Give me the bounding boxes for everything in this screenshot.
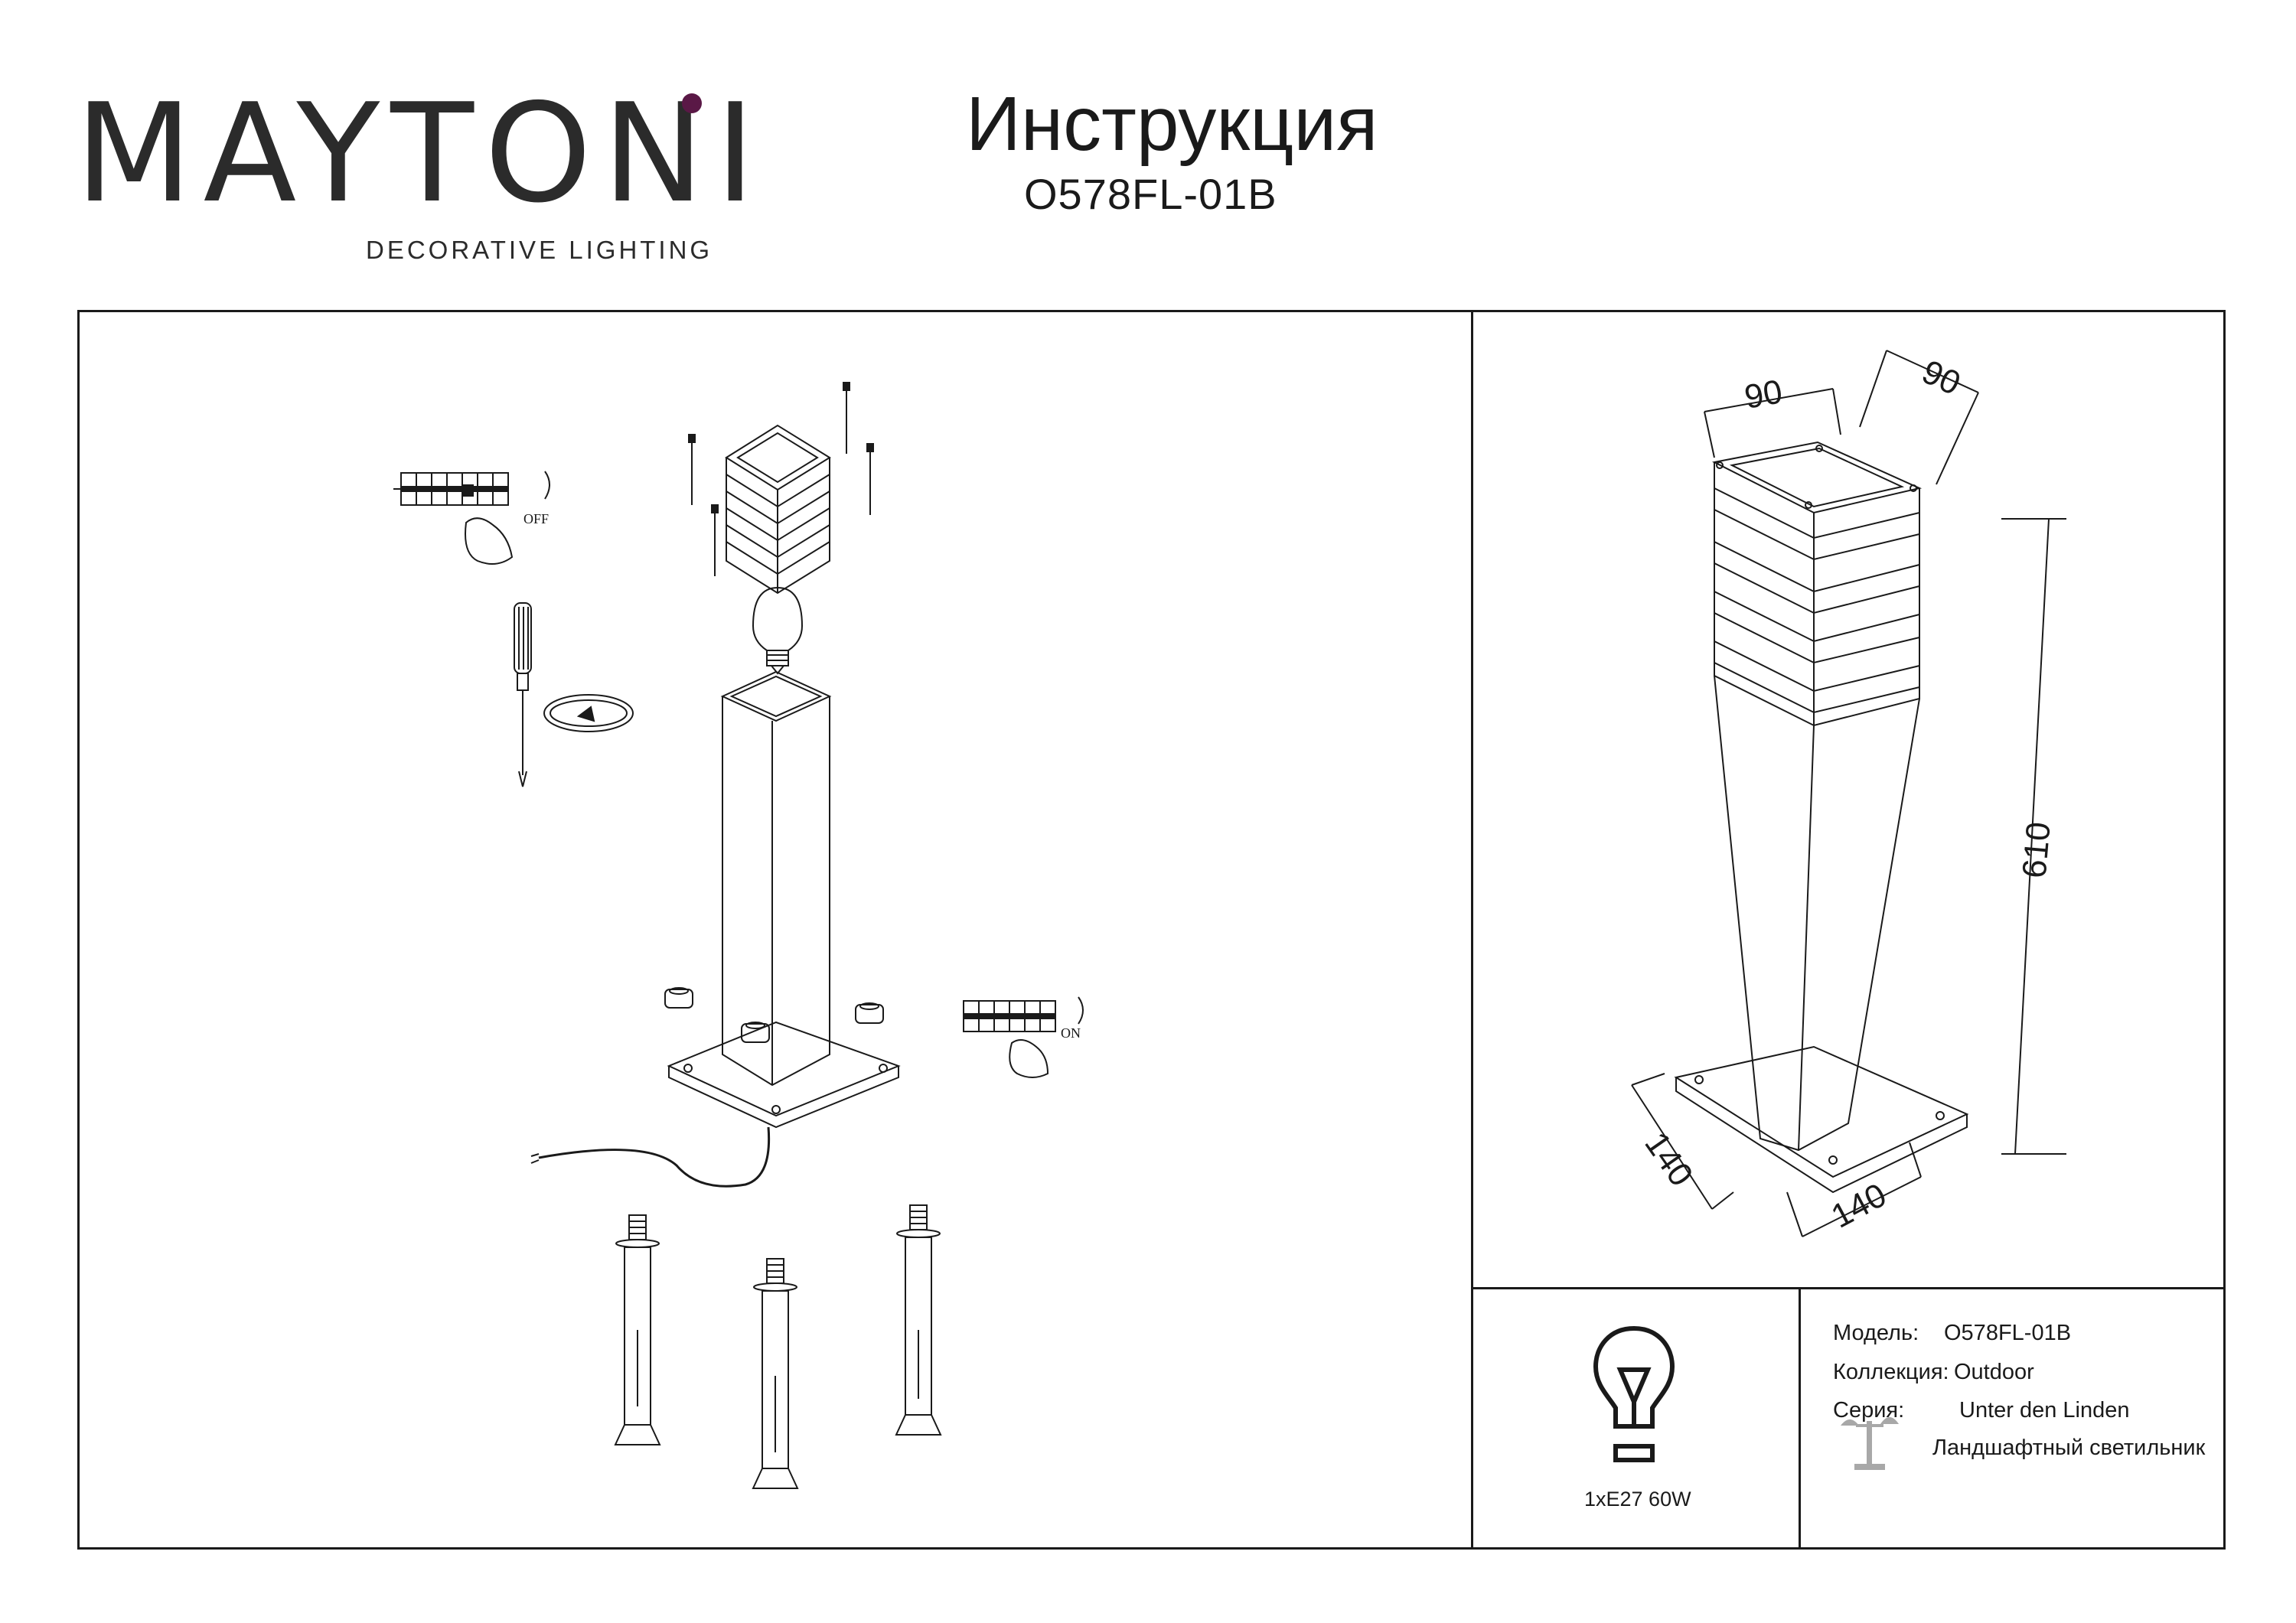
dim-top-depth: 90 [1916, 353, 1966, 402]
switch-on-label: ON [1061, 1025, 1081, 1041]
screw-icon [688, 382, 874, 576]
anchor-bolt-icon [895, 1204, 942, 1436]
switch-on-icon [963, 996, 1084, 1078]
landscape-lamp-icon [1841, 1417, 1899, 1470]
drawing-frame [77, 310, 2226, 1550]
document-title: Инструкция [966, 81, 1378, 167]
power-cable [538, 1126, 771, 1188]
lamp-base [1674, 1045, 1969, 1178]
lamp-spec: 1xE27 60W [1584, 1488, 1691, 1511]
switch-off-label: OFF [523, 511, 549, 526]
lamp-post-part [720, 670, 832, 1087]
spec-collection-value: Outdoor [1954, 1360, 2034, 1384]
nut-icon [664, 987, 884, 1043]
spec-model-label: Модель: [1833, 1321, 1919, 1345]
switch-off-icon [393, 471, 550, 565]
lamp-head-part [725, 424, 831, 595]
spec-series-label: Серия: [1833, 1398, 1905, 1423]
brand-tagline: DECORATIVE LIGHTING [366, 236, 713, 264]
base-plate-part [667, 1021, 901, 1129]
brand-dot-icon [682, 93, 702, 113]
frame-divider-vertical [1471, 310, 1473, 1550]
spec-type-value: Ландшафтный светильник [1932, 1436, 2206, 1460]
rotate-arrow-icon [543, 694, 634, 732]
lamp-bulb-icon [1593, 1325, 1675, 1462]
document-model-code: O578FL-01B [1024, 170, 1277, 218]
anchor-bolt-icon [614, 1214, 661, 1445]
spec-series-value: Unter den Linden [1959, 1398, 2130, 1423]
lamp-head-top [1711, 441, 1923, 514]
screwdriver-icon [514, 602, 532, 787]
dim-top-width: 90 [1742, 373, 1786, 416]
dimensions-drawing: 90 90 610 140 140 [1631, 350, 2066, 1237]
anchor-bolt-icon [752, 1258, 799, 1489]
frame-divider-specs [1799, 1287, 1801, 1550]
light-bulb-icon [752, 586, 804, 675]
dim-base-width: 140 [1825, 1176, 1893, 1236]
spec-collection-label: Коллекция: [1833, 1360, 1949, 1384]
brand-name: MAYTONI [75, 74, 766, 233]
frame-divider-horizontal [1471, 1287, 2226, 1289]
dim-height: 610 [2015, 820, 2057, 879]
assembly-diagram: OFF [393, 382, 1084, 1489]
dim-base-depth: 140 [1637, 1126, 1700, 1193]
brand-logo: MAYTONI DECORATIVE LIGHTING [75, 86, 755, 269]
spec-model-value: O578FL-01B [1944, 1321, 2072, 1345]
